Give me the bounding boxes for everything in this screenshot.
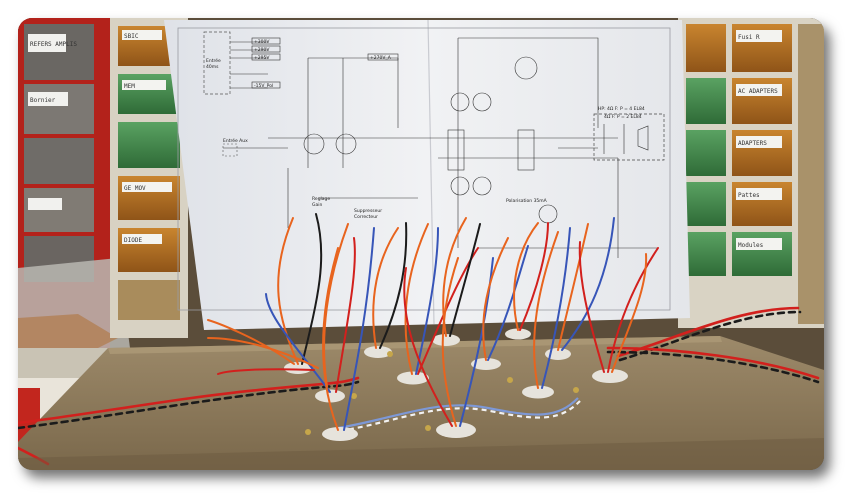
aux-input-label: Entrée Aux <box>223 137 248 144</box>
gain-sub-label: Gain <box>312 202 322 208</box>
schematic-paper: +300V +290V +295V -15V_Pol Entrée 40ms +… <box>164 19 690 330</box>
drawer-label: GE MOV <box>124 185 146 192</box>
tube-sockets <box>284 328 628 441</box>
rail-label: +270V_A <box>370 55 392 61</box>
output-label: HP: 4Ω F: P = 4 EL84 <box>598 106 645 112</box>
supply-label: +295V <box>254 55 270 61</box>
heater-wiring <box>18 306 820 466</box>
bias-label: Polarisation 35mA <box>506 198 548 204</box>
suppressor-label: Suppresseur <box>354 208 382 214</box>
drawer-label: SBIC <box>124 33 139 40</box>
supply-label: -15V_Pol <box>254 83 273 89</box>
supply-label: +290V <box>254 47 270 53</box>
workbench-photo: REFERS AMPLIS Bornier SBIC MEM GE MOV DI… <box>18 18 824 470</box>
drawer-label: AC ADAPTERS <box>738 88 778 95</box>
input-sub-label: 40ms <box>206 64 219 70</box>
drawer-label: DIODE <box>124 237 142 244</box>
drawer-label: Fusi R <box>738 34 760 41</box>
drawer-label: Modules <box>738 242 764 249</box>
photo-frame: REFERS AMPLIS Bornier SBIC MEM GE MOV DI… <box>18 18 824 470</box>
drawer-label: MEM <box>124 83 135 90</box>
flying-leads <box>207 213 659 431</box>
gain-label: Reglage <box>312 196 330 202</box>
drawer-label: ADAPTERS <box>738 140 767 147</box>
output-sub-label: 4Ω F: P = 2 EL84 <box>604 114 642 120</box>
drawer-label: REFERS AMPLIS <box>30 41 77 48</box>
input-label: Entrée <box>206 57 221 64</box>
supply-label: +300V <box>254 39 270 45</box>
right-storage-rack: Fusi R AC ADAPTERS ADAPTERS Pattes Modul… <box>678 18 824 328</box>
drawer-label: Pattes <box>738 192 760 199</box>
drawer-label: Bornier <box>30 97 56 104</box>
suppressor-sub-label: Correcteur <box>354 214 378 220</box>
amplifier-chassis <box>18 336 824 470</box>
